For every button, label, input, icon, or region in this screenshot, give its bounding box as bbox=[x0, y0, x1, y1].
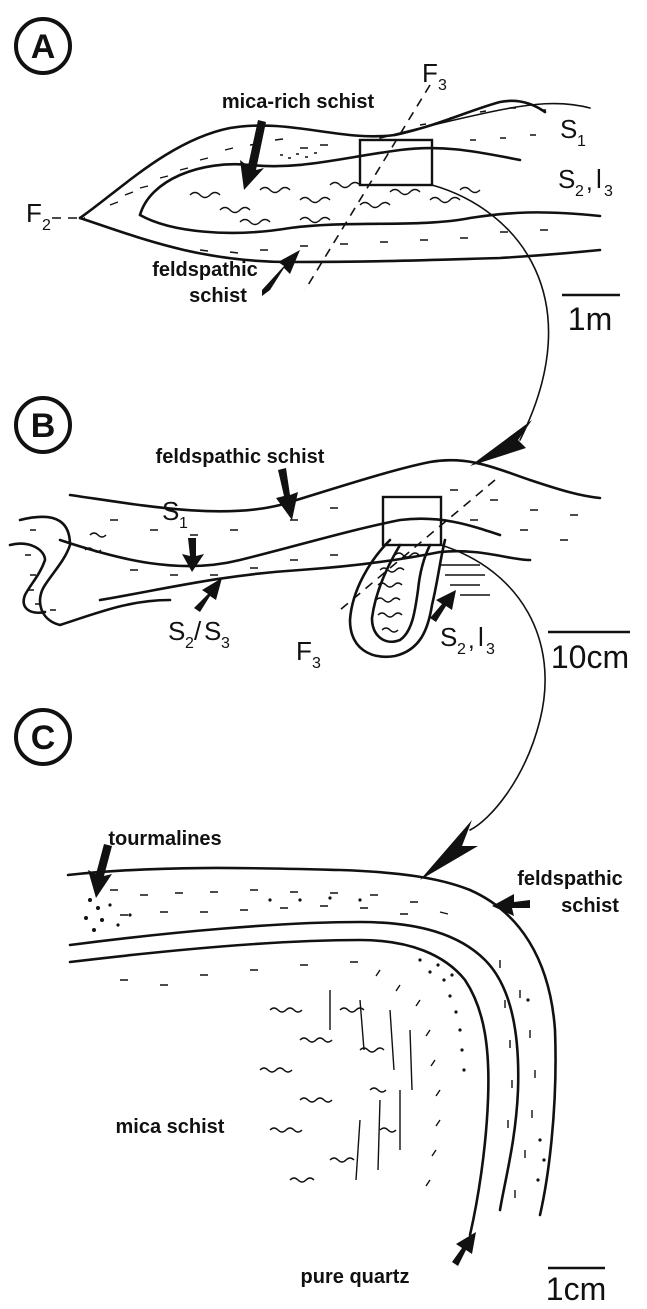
panel-b-badge: B bbox=[16, 398, 70, 452]
panel-c-quartz-arrow bbox=[452, 1232, 476, 1266]
panel-c-quartz-boundary bbox=[70, 940, 488, 1235]
panel-b-s2l3-sub: 2 bbox=[457, 641, 466, 658]
panel-b-scale-label: 10cm bbox=[551, 639, 629, 675]
panel-a-mica-label: mica-rich schist bbox=[222, 91, 375, 113]
panel-b-s3-letter: S bbox=[204, 616, 221, 646]
panel-c-feldspathic-label-1: feldspathic bbox=[517, 868, 623, 890]
connector-b-c-head bbox=[420, 820, 478, 880]
panel-c-mica-label: mica schist bbox=[116, 1116, 225, 1138]
connector-a-b bbox=[432, 185, 549, 440]
panel-b-s2l3-letter: S bbox=[440, 622, 457, 652]
panel-a-f3-label: F 3 bbox=[422, 58, 447, 94]
panel-a-feldspathic-arrow bbox=[262, 250, 300, 296]
panel-a-scale-label: 1m bbox=[568, 301, 612, 337]
panel-b-s2-letter: S bbox=[168, 616, 185, 646]
panel-b-s1-letter: S bbox=[162, 496, 179, 526]
panel-c-feldspathic-label-2: schist bbox=[561, 895, 619, 917]
panel-a-inner-layer2 bbox=[140, 212, 600, 232]
panel-a-feldspathic-label-2: schist bbox=[189, 285, 247, 307]
panel-b-feldspathic-label: feldspathic schist bbox=[156, 446, 325, 468]
panel-a-s1-sub: 1 bbox=[577, 133, 586, 150]
connector-a-b-head bbox=[470, 420, 532, 466]
panel-a-letter: A bbox=[31, 28, 56, 66]
panel-a-s2-label: S 2 , l 3 bbox=[558, 164, 613, 200]
panel-b-s1-sub: 1 bbox=[179, 515, 188, 532]
panel-a-f2-letter: F bbox=[26, 198, 42, 228]
panel-b-slash: / bbox=[194, 616, 202, 646]
panel-c-badge: C bbox=[16, 710, 70, 764]
panel-b-letter: B bbox=[31, 407, 56, 445]
panel-a-badge: A bbox=[16, 19, 70, 73]
panel-b-f3-sub: 3 bbox=[312, 655, 321, 672]
panel-a-s2-sep: , bbox=[586, 169, 593, 196]
panel-b-top-surface bbox=[70, 460, 600, 511]
panel-c-quartz-label: pure quartz bbox=[301, 1266, 410, 1288]
panel-c-texture bbox=[110, 890, 535, 1198]
panel-b-f3-letter: F bbox=[296, 636, 312, 666]
panel-a-s2-sub: 2 bbox=[575, 183, 584, 200]
panel-c: C tourmalines feldspathic schist m bbox=[16, 710, 623, 1307]
panel-b-s2l3-label: S 2 , l 3 bbox=[440, 622, 495, 658]
panel-b-l3-sub: 3 bbox=[486, 641, 495, 658]
panel-a-l3-sub: 3 bbox=[604, 183, 613, 200]
panel-a-s1-label: S 1 bbox=[560, 114, 586, 150]
panel-b-s1-label: S 1 bbox=[162, 496, 188, 532]
panel-a-top-layer bbox=[380, 104, 590, 138]
panel-c-stipple bbox=[84, 896, 546, 1181]
panel-b-l3-letter: l bbox=[478, 622, 484, 652]
panel-b-s2-sub: 2 bbox=[185, 635, 194, 652]
panel-a-texture bbox=[110, 108, 548, 253]
panel-a-s1-letter: S bbox=[560, 114, 577, 144]
panel-c-scale-bar: 1cm bbox=[546, 1268, 606, 1307]
panel-a-fold-outline bbox=[80, 101, 545, 218]
panel-b-s2l3-sep: , bbox=[468, 627, 475, 654]
panel-a-mica-arrow bbox=[240, 120, 266, 190]
panel-b-f3-label: F 3 bbox=[296, 636, 321, 672]
panel-a-inner-layer bbox=[140, 148, 520, 215]
panel-c-scale-label: 1cm bbox=[546, 1271, 606, 1307]
panel-b-s3-sub: 3 bbox=[221, 635, 230, 652]
panel-a: A mica-rich schist feldspathic schist F bbox=[16, 19, 620, 337]
panel-a-scale-bar: 1m bbox=[562, 295, 620, 337]
panel-c-feldspathic-arrow bbox=[492, 894, 530, 916]
panel-a-detail-box bbox=[360, 140, 432, 185]
panel-a-f2-sub: 2 bbox=[42, 217, 51, 234]
panel-c-tourmalines-label: tourmalines bbox=[108, 828, 221, 850]
panel-b-s2s3-label: S 2 / S 3 bbox=[168, 616, 230, 652]
panel-a-f3-sub: 3 bbox=[438, 77, 447, 94]
panel-a-feldspathic-label-1: feldspathic bbox=[152, 259, 258, 281]
panel-b-upper-layer bbox=[60, 519, 500, 566]
panel-b-feldspathic-arrow bbox=[276, 468, 298, 520]
panel-a-f3-letter: F bbox=[422, 58, 438, 88]
connector-b-c bbox=[441, 545, 545, 830]
panel-a-l3-letter: l bbox=[596, 164, 602, 194]
panel-a-s2-letter: S bbox=[558, 164, 575, 194]
panel-c-letter: C bbox=[31, 719, 56, 757]
panel-b-scale-bar: 10cm bbox=[548, 632, 630, 675]
panel-a-f2-label: F 2 bbox=[26, 198, 51, 234]
